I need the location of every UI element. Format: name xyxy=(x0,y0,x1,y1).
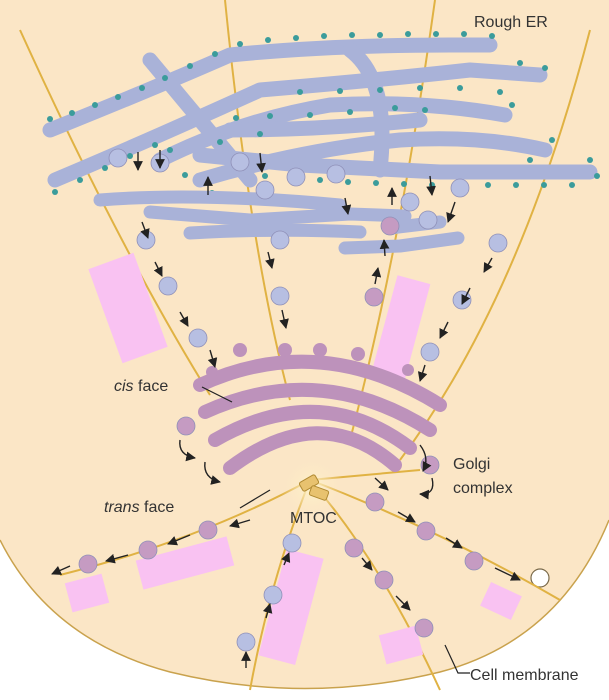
golgi-stack xyxy=(193,343,447,475)
trans-face-label-italic: trans xyxy=(104,499,140,516)
pink-blocks xyxy=(64,252,522,666)
golgi-complex-label-line1: Golgi xyxy=(453,456,490,473)
mtoc-label: MTOC xyxy=(290,510,337,527)
cell-membrane xyxy=(0,519,609,690)
trans-face-label: trans face xyxy=(104,499,174,516)
cis-face-leader xyxy=(201,386,233,403)
cell-membrane-label: Cell membrane xyxy=(470,667,579,684)
cis-face-label-italic: cis xyxy=(114,378,134,395)
membrane-pit xyxy=(530,568,550,588)
trans-face-label-rest: face xyxy=(140,499,175,516)
transport-arrows xyxy=(51,150,521,668)
mtoc xyxy=(280,456,344,520)
trans-face-leader xyxy=(239,489,271,509)
cis-face-label: cis face xyxy=(114,378,168,395)
cis-face-label-rest: face xyxy=(134,378,169,395)
vesicles xyxy=(78,148,508,652)
golgi-complex-label-line2: complex xyxy=(453,480,513,497)
rough-er-label: Rough ER xyxy=(474,14,548,31)
cell-membrane-leader xyxy=(444,644,470,674)
